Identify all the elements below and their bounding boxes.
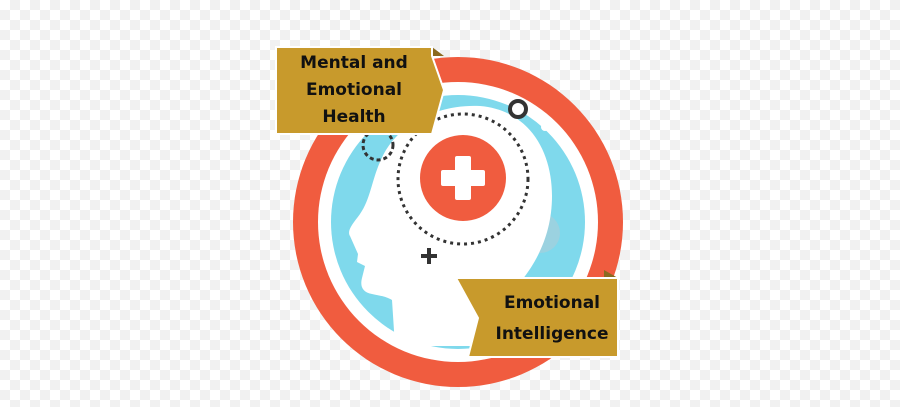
bottom-banner-line-2: Intelligence	[495, 324, 609, 344]
open-circle	[508, 99, 528, 119]
top-banner	[275, 46, 446, 135]
top-banner-line-1: Mental and	[300, 53, 408, 73]
bottom-banner-line-1: Emotional	[503, 293, 601, 313]
top-banner-line-2: Emotional	[305, 80, 403, 100]
bottom-banner-fold	[604, 270, 618, 278]
bottom-banner-label: Emotional Intelligence	[488, 288, 616, 350]
top-banner-line-3: Health	[322, 107, 386, 127]
top-banner-label: Mental and Emotional Health	[276, 50, 432, 131]
medical-cross-icon	[441, 156, 485, 200]
dotted-ring	[396, 112, 530, 246]
bubble-small	[541, 123, 549, 131]
bottom-banner	[454, 277, 619, 358]
top-banner-fold	[432, 47, 444, 56]
plus-icon	[421, 248, 437, 264]
